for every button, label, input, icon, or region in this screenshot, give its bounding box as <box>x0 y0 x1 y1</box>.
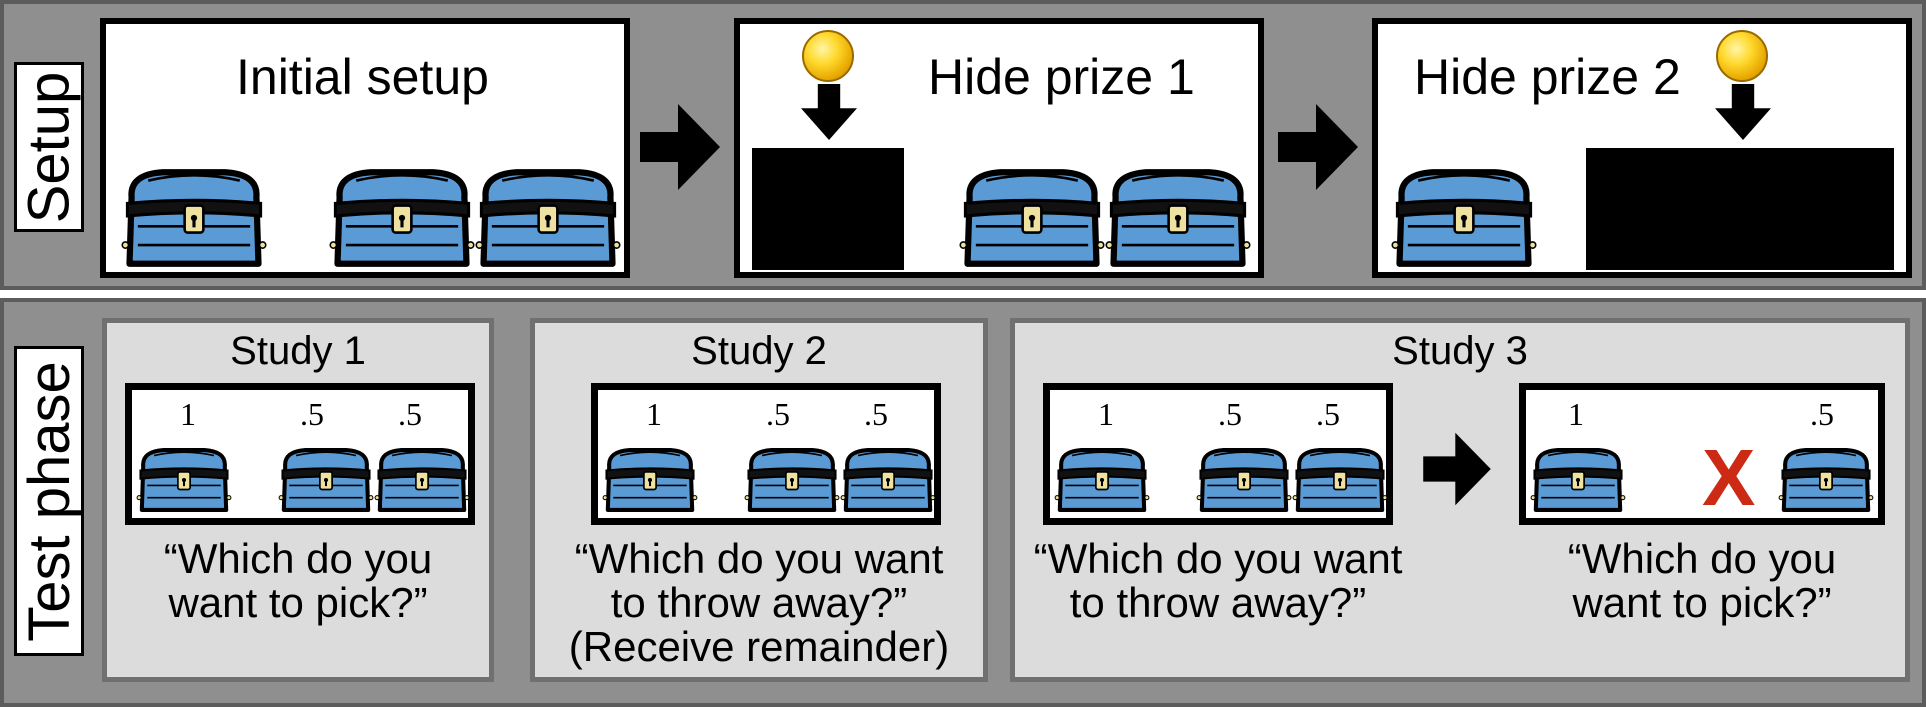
treasure-chest-icon <box>1196 446 1292 514</box>
treasure-chest-icon <box>278 446 374 514</box>
question-line-2: want to pick?” <box>1572 579 1832 626</box>
probability-label: .5 <box>300 396 324 432</box>
treasure-chest-icon <box>1778 446 1874 514</box>
probability-label: 1 <box>180 396 196 432</box>
panel-title-hide-prize-2: Hide prize 2 <box>1414 49 1681 105</box>
chest-frame: 1 .5 .5 <box>591 383 941 525</box>
setup-label-box: Setup <box>14 62 84 232</box>
probability-label: 1 <box>1098 396 1114 432</box>
treasure-chest-icon <box>474 166 622 270</box>
treasure-chest-icon <box>1054 446 1150 514</box>
setup-panel-initial: Initial setup <box>100 18 630 278</box>
x-mark-icon: X <box>1702 433 1756 522</box>
question-line-2: to throw away?” <box>1069 579 1367 626</box>
arrow-down-icon <box>1714 84 1772 140</box>
question-line-1: “Which do you want <box>574 535 944 582</box>
treasure-chest-icon <box>958 166 1106 270</box>
setup-panel-hide-prize-2: Hide prize 2 <box>1372 18 1912 278</box>
chest-frame-first: 1 .5 .5 <box>1043 383 1393 525</box>
study-1-panel: Study 1 1 .5 .5 “Which do you want to pi… <box>102 318 494 682</box>
arrow-right-icon <box>640 102 720 192</box>
arrow-right-icon <box>1278 102 1358 192</box>
treasure-chest-icon <box>1104 166 1252 270</box>
panel-title-hide-prize-1: Hide prize 1 <box>928 49 1195 105</box>
question-line-1: “Which do you <box>1567 535 1837 582</box>
probability-label: .5 <box>1810 396 1834 432</box>
arrow-right-icon <box>1423 431 1491 507</box>
treasure-chest-icon <box>328 166 476 270</box>
probability-label: 1 <box>1568 396 1584 432</box>
study-note: (Receive remainder) <box>568 623 950 670</box>
probability-label: .5 <box>398 396 422 432</box>
treasure-chest-icon <box>374 446 470 514</box>
treasure-chest-icon <box>136 446 232 514</box>
probability-label: .5 <box>1316 396 1340 432</box>
chest-frame: 1 .5 .5 <box>125 383 475 525</box>
setup-label: Setup <box>16 71 82 223</box>
arrow-down-icon <box>800 84 858 140</box>
chest-frame-second: 1 .5 X <box>1519 383 1885 525</box>
panel-title-initial-setup: Initial setup <box>236 49 489 105</box>
setup-panel-hide-prize-1: Hide prize 1 <box>734 18 1264 278</box>
question-line-1: “Which do you want <box>1033 535 1403 582</box>
test-phase-label: Test phase <box>16 360 82 642</box>
covered-box <box>752 148 904 270</box>
probability-label: .5 <box>766 396 790 432</box>
test-phase-label-box: Test phase <box>14 346 84 656</box>
treasure-chest-icon <box>1390 166 1538 270</box>
probability-label: .5 <box>1218 396 1242 432</box>
gold-coin-icon <box>1716 30 1768 82</box>
study-title: Study 1 <box>230 329 366 373</box>
study-2-panel: Study 2 1 .5 .5 “Which do you want to th… <box>530 318 988 682</box>
probability-label: .5 <box>864 396 888 432</box>
treasure-chest-icon <box>120 166 268 270</box>
study-3-panel: Study 3 1 .5 .5 “Which do you want to th… <box>1010 318 1910 682</box>
treasure-chest-icon <box>602 446 698 514</box>
treasure-chest-icon <box>1530 446 1626 514</box>
probability-label: 1 <box>646 396 662 432</box>
question-line-2: want to pick?” <box>168 579 428 626</box>
treasure-chest-icon <box>840 446 936 514</box>
study-title: Study 3 <box>1392 329 1528 373</box>
question-line-2: to throw away?” <box>610 579 908 626</box>
study-title: Study 2 <box>691 329 827 373</box>
treasure-chest-icon <box>1292 446 1388 514</box>
covered-box <box>1586 148 1894 270</box>
treasure-chest-icon <box>744 446 840 514</box>
gold-coin-icon <box>802 30 854 82</box>
question-line-1: “Which do you <box>163 535 433 582</box>
